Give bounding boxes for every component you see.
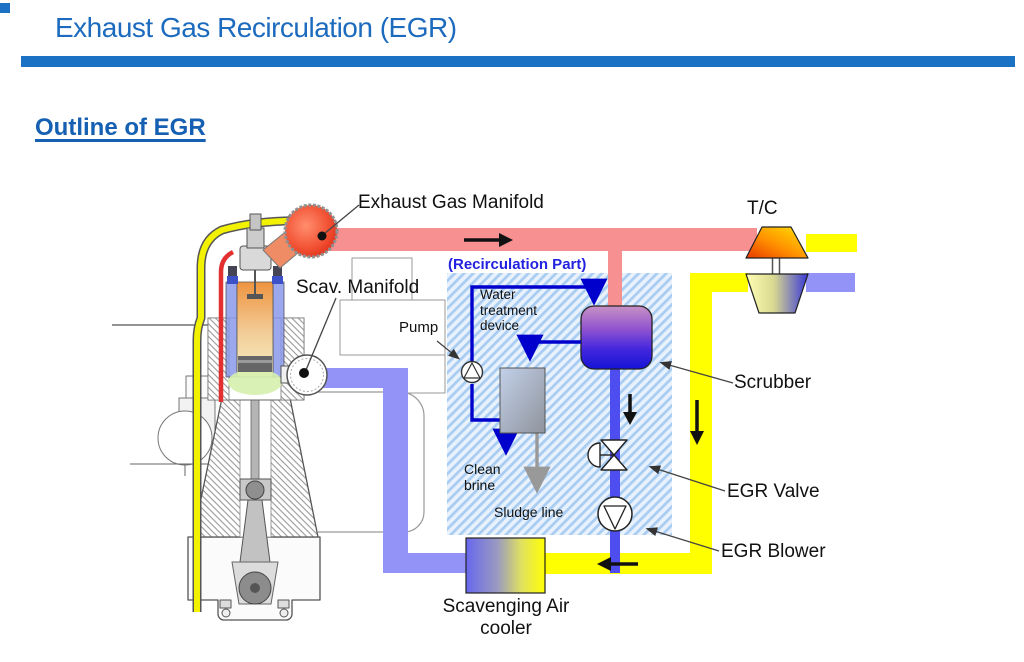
scav-air-pipe-bottom bbox=[383, 553, 468, 573]
scav-air-pipe-vertical bbox=[383, 368, 408, 573]
label-exhaust-gas-manifold: Exhaust Gas Manifold bbox=[358, 192, 544, 213]
water-treatment-system bbox=[470, 278, 608, 494]
title-underline-bar bbox=[21, 56, 1015, 67]
turbocharger-icon bbox=[745, 226, 809, 314]
flow-arrows bbox=[464, 233, 704, 571]
turbine-outlet-pipe bbox=[806, 234, 857, 252]
exhaust-gas-manifold-shape bbox=[283, 203, 339, 259]
exhaust-pipe-branch bbox=[608, 240, 622, 310]
exhaust-pipe-main bbox=[320, 228, 757, 251]
label-recirculation-part: (Recirculation Part) bbox=[448, 256, 587, 273]
label-turbocharger: T/C bbox=[747, 198, 778, 219]
label-water-treatment-device: Water treatment device bbox=[480, 287, 538, 334]
label-clean-brine: Clean brine bbox=[464, 461, 501, 494]
water-treatment-device-shape bbox=[499, 367, 546, 434]
label-pump: Pump bbox=[399, 319, 439, 336]
scrubber-vessel bbox=[580, 305, 653, 370]
section-heading: Outline of EGR bbox=[35, 114, 206, 141]
label-egr-blower: EGR Blower bbox=[721, 541, 826, 562]
egr-valve-icon bbox=[587, 439, 628, 471]
leader-lines bbox=[299, 204, 734, 552]
label-scavenging-air-cooler: Scavenging Air cooler bbox=[442, 596, 570, 639]
label-scav-manifold: Scav. Manifold bbox=[296, 277, 420, 298]
page-title: Exhaust Gas Recirculation (EGR) bbox=[55, 12, 457, 43]
label-egr-valve: EGR Valve bbox=[727, 481, 820, 502]
label-scrubber: Scrubber bbox=[734, 372, 812, 393]
label-sludge-line: Sludge line bbox=[494, 504, 564, 520]
egr-blower-icon bbox=[597, 496, 633, 532]
corner-decoration bbox=[0, 3, 10, 13]
pipes bbox=[320, 228, 857, 574]
pump-icon bbox=[460, 360, 484, 384]
scavenging-air-cooler-shape bbox=[465, 537, 546, 594]
compressor-suction-pipe bbox=[806, 273, 855, 292]
air-pipe-vertical bbox=[690, 273, 712, 574]
